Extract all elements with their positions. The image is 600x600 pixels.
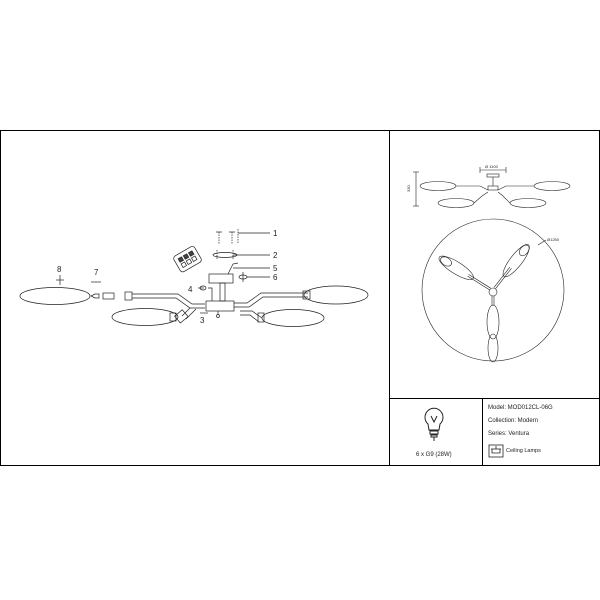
callout-1: 1 bbox=[273, 229, 278, 238]
category-label: Ceiling Lamps bbox=[506, 448, 541, 454]
lamp-spec-text: 6 x G9 (28W) bbox=[416, 452, 452, 458]
side-elevation bbox=[413, 167, 571, 208]
model-text: Model: MOD012CL-06G bbox=[488, 405, 553, 411]
elev-shade-left-bottom bbox=[437, 198, 475, 208]
bulb-icon bbox=[424, 407, 444, 441]
arm-right-lower bbox=[240, 310, 263, 319]
part-5-cup bbox=[208, 273, 234, 284]
arm-left-upper bbox=[132, 293, 205, 305]
part-7-socket bbox=[90, 293, 100, 299]
callout-2: 2 bbox=[273, 251, 278, 260]
plan-view bbox=[421, 218, 565, 363]
wire-connector bbox=[227, 262, 239, 275]
terminal-block bbox=[173, 246, 202, 273]
shade-lower-right bbox=[261, 309, 325, 327]
elev-shade-right-top bbox=[533, 181, 571, 191]
sheet-frame bbox=[0, 130, 600, 466]
elev-shade-right-bottom bbox=[509, 198, 547, 208]
shade-left bbox=[19, 287, 91, 305]
exploded-view bbox=[19, 229, 369, 327]
shade-lower-left bbox=[111, 308, 179, 326]
callout-7: 7 bbox=[94, 268, 99, 277]
callout-4: 4 bbox=[188, 285, 193, 294]
collection-text: Collection: Modern bbox=[488, 418, 539, 424]
shade-right bbox=[303, 285, 369, 305]
stem bbox=[219, 282, 226, 302]
plan-circle bbox=[421, 218, 565, 362]
callout-3: 3 bbox=[200, 316, 205, 325]
arm-left-lower bbox=[181, 307, 191, 317]
part-4-bracket bbox=[208, 287, 213, 301]
ceiling-lamp-icon bbox=[488, 444, 504, 458]
dim-diameter: Ø1250 bbox=[547, 237, 560, 242]
callout-6: 6 bbox=[273, 273, 278, 282]
arm-right-upper bbox=[234, 292, 308, 304]
center-hub bbox=[205, 300, 235, 312]
callout-8: 8 bbox=[57, 265, 62, 274]
elev-shade-left-top bbox=[419, 181, 457, 191]
series-text: Series: Ventura bbox=[488, 431, 530, 437]
dim-height: 330 bbox=[406, 185, 411, 192]
callout-5: 5 bbox=[273, 264, 278, 273]
dim-width: Ø 1100 bbox=[485, 164, 499, 169]
